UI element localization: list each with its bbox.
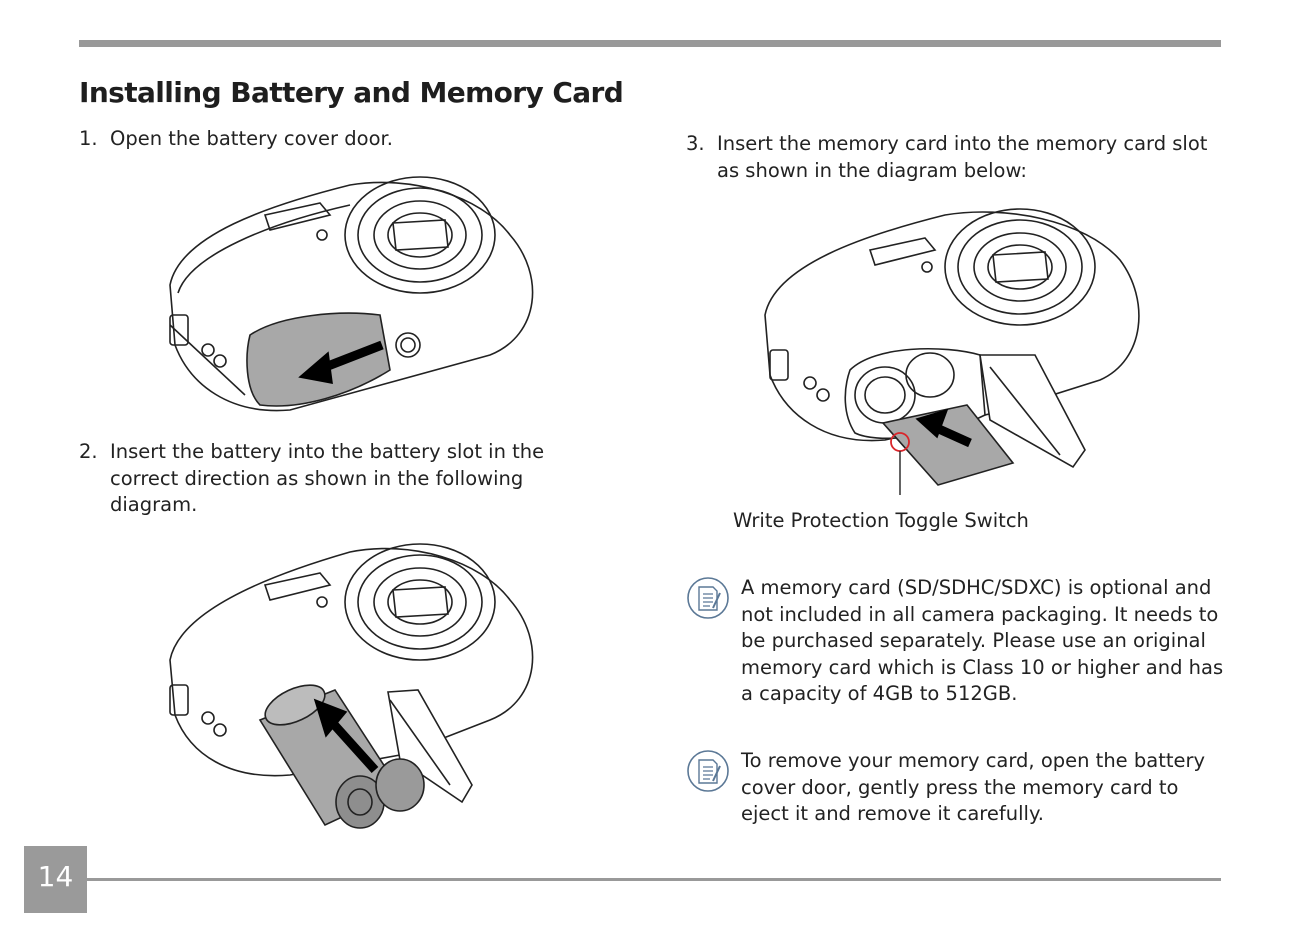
camera-open-cover-illustration	[169, 176, 534, 412]
note-icon	[687, 750, 729, 792]
step-text: Open the battery cover door.	[110, 127, 393, 150]
step-2: 2. Insert the battery into the battery s…	[79, 439, 599, 519]
step-text: Insert the memory card into the memory c…	[717, 132, 1208, 182]
note-text: To remove your memory card, open the bat…	[741, 749, 1206, 825]
page-number-box: 14	[24, 846, 87, 913]
step-text: Insert the battery into the battery slot…	[110, 440, 545, 516]
step-number: 2.	[79, 440, 98, 463]
step-3: 3. Insert the memory card into the memor…	[686, 131, 1216, 184]
top-rule	[79, 40, 1221, 47]
page-number: 14	[37, 860, 74, 893]
note-icon	[687, 577, 729, 619]
step-number: 3.	[686, 132, 705, 155]
step-number: 1.	[79, 127, 98, 150]
step-1: 1. Open the battery cover door.	[79, 126, 599, 153]
figure-caption: Write Protection Toggle Switch	[733, 509, 1029, 532]
note-text: A memory card (SD/SDHC/SDXC) is optional…	[741, 576, 1224, 705]
camera-insert-battery-illustration	[169, 543, 534, 829]
camera-insert-memory-card-illustration	[764, 208, 1140, 495]
bottom-rule	[87, 878, 1221, 881]
page-title: Installing Battery and Memory Card	[79, 76, 624, 109]
